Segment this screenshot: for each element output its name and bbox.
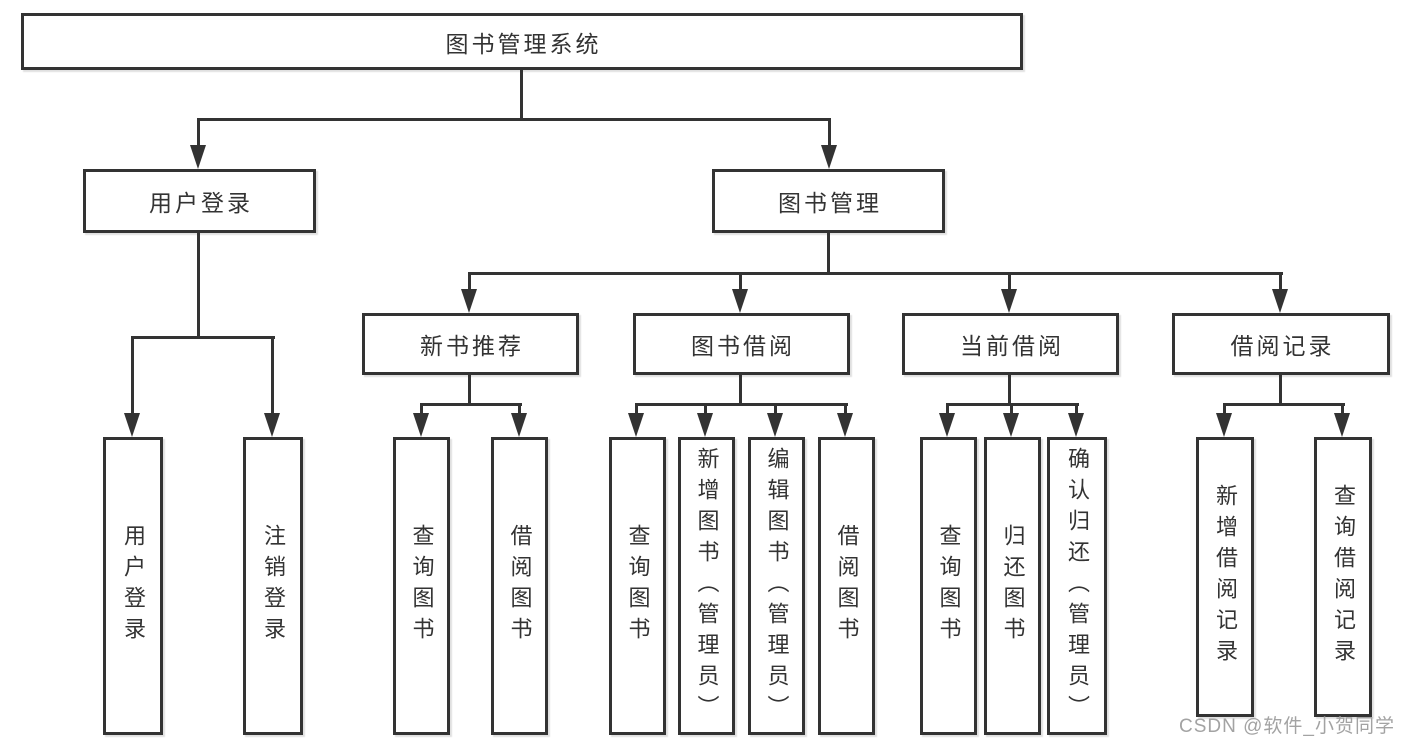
leaf-br-add-record-label: 新增借阅记录	[1213, 484, 1238, 670]
connector-line	[197, 118, 200, 152]
arrowhead-down-icon	[461, 289, 477, 313]
arrowhead-down-icon	[697, 413, 713, 437]
arrowhead-down-icon	[190, 145, 206, 169]
connector-line	[774, 403, 777, 416]
arrowhead-down-icon	[511, 413, 527, 437]
arrowhead-down-icon	[1068, 413, 1084, 437]
node-borrow-records: 借阅记录	[1172, 313, 1390, 375]
leaf-bb-edit-books-admin: 编辑图书（管理员）	[748, 437, 805, 735]
node-root-label: 图书管理系统	[445, 30, 602, 57]
connector-line	[1223, 403, 1226, 416]
node-current-borrowing-label: 当前借阅	[960, 333, 1064, 359]
node-book-management-label: 图书管理	[778, 190, 882, 216]
arrowhead-down-icon	[1003, 413, 1019, 437]
connector-line	[946, 403, 949, 416]
connector-line	[518, 403, 521, 416]
leaf-bb-query-books: 查询图书	[609, 437, 666, 735]
arrowhead-down-icon	[837, 413, 853, 437]
node-user-login-label: 用户登录	[149, 190, 253, 216]
connector-line	[828, 118, 831, 152]
connector-line	[468, 375, 471, 406]
connector-line	[468, 272, 1283, 275]
leaf-user-login: 用户登录	[103, 437, 163, 735]
leaf-logout-login: 注销登录	[243, 437, 303, 735]
connector-line	[1341, 403, 1344, 416]
connector-line	[197, 233, 200, 339]
node-new-book-recommend-label: 新书推荐	[420, 333, 524, 359]
arrowhead-down-icon	[821, 145, 837, 169]
leaf-cb-return-books: 归还图书	[984, 437, 1041, 735]
leaf-logout-login-label: 注销登录	[261, 524, 286, 648]
watermark: CSDN @软件_小贺同学	[1179, 716, 1395, 737]
arrowhead-down-icon	[264, 413, 280, 437]
leaf-cb-query-books-label: 查询图书	[936, 524, 962, 648]
connector-line	[844, 403, 847, 416]
arrowhead-down-icon	[1001, 289, 1017, 313]
node-book-borrowing: 图书借阅	[633, 313, 850, 375]
node-borrow-records-label: 借阅记录	[1230, 333, 1335, 359]
leaf-cb-return-books-label: 归还图书	[1000, 524, 1026, 648]
leaf-br-query-record: 查询借阅记录	[1314, 437, 1372, 717]
connector-line	[1010, 403, 1013, 416]
connector-line	[739, 272, 742, 292]
leaf-bb-add-books-admin: 新增图书（管理员）	[678, 437, 735, 735]
leaf-bb-borrow-books: 借阅图书	[818, 437, 875, 735]
arrowhead-down-icon	[1272, 289, 1288, 313]
connector-line	[131, 336, 275, 339]
connector-line	[131, 336, 134, 416]
arrowhead-down-icon	[767, 413, 783, 437]
node-book-borrowing-label: 图书借阅	[691, 333, 795, 359]
leaf-nbr-query-books: 查询图书	[393, 437, 450, 735]
arrowhead-down-icon	[1334, 413, 1350, 437]
connector-line	[468, 272, 471, 292]
connector-line	[520, 69, 523, 120]
connector-line	[704, 403, 707, 416]
connector-line	[1008, 272, 1011, 292]
leaf-cb-confirm-return-admin-label: 确认归还（管理员）	[1065, 446, 1090, 726]
arrowhead-down-icon	[413, 413, 429, 437]
node-user-login: 用户登录	[83, 169, 316, 233]
connector-line	[420, 403, 423, 416]
arrowhead-down-icon	[939, 413, 955, 437]
node-book-management: 图书管理	[712, 169, 945, 233]
connector-line	[271, 336, 274, 416]
arrowhead-down-icon	[628, 413, 644, 437]
connector-line	[739, 375, 742, 406]
connector-line	[1223, 403, 1345, 406]
connector-line	[197, 118, 831, 121]
leaf-nbr-borrow-books: 借阅图书	[491, 437, 548, 735]
leaf-nbr-borrow-books-label: 借阅图书	[507, 524, 533, 648]
connector-line	[1279, 375, 1282, 406]
connector-line	[1075, 403, 1078, 416]
arrowhead-down-icon	[1216, 413, 1232, 437]
leaf-nbr-query-books-label: 查询图书	[409, 524, 435, 648]
connector-line	[420, 403, 522, 406]
leaf-bb-add-books-admin-label: 新增图书（管理员）	[694, 446, 720, 726]
leaf-br-query-record-label: 查询借阅记录	[1331, 484, 1356, 670]
connector-line	[1008, 375, 1011, 406]
leaf-br-add-record: 新增借阅记录	[1196, 437, 1254, 717]
leaf-bb-edit-books-admin-label: 编辑图书（管理员）	[764, 446, 790, 726]
node-root: 图书管理系统	[21, 13, 1023, 70]
connector-line	[1279, 272, 1282, 292]
connector-line	[827, 233, 830, 275]
node-new-book-recommend: 新书推荐	[362, 313, 579, 375]
arrowhead-down-icon	[732, 289, 748, 313]
leaf-bb-borrow-books-label: 借阅图书	[834, 524, 860, 648]
connector-line	[635, 403, 848, 406]
leaf-cb-query-books: 查询图书	[920, 437, 977, 735]
leaf-user-login-label: 用户登录	[121, 524, 146, 648]
leaf-bb-query-books-label: 查询图书	[625, 524, 651, 648]
leaf-cb-confirm-return-admin: 确认归还（管理员）	[1047, 437, 1107, 735]
arrowhead-down-icon	[124, 413, 140, 437]
node-current-borrowing: 当前借阅	[902, 313, 1119, 375]
connector-line	[635, 403, 638, 416]
